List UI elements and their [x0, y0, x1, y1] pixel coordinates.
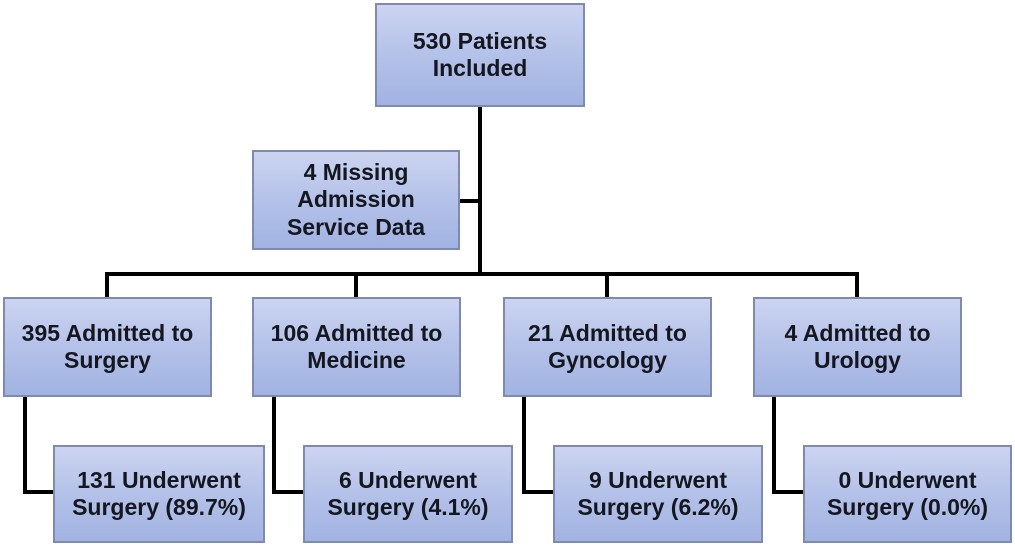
node-admitted-urology: 4 Admitted to Urology: [753, 297, 962, 397]
node-text-line: Gyncology: [548, 347, 667, 373]
node-text-line: Surgery (0.0%): [826, 494, 989, 520]
connector-stub-gyncology: [605, 272, 609, 299]
node-underwent-surgery-surgery: 131 Underwent Surgery (89.7%): [53, 445, 265, 543]
connector-elbow-vertical-gyncology: [522, 397, 526, 494]
node-text-line: Service Data: [286, 213, 426, 240]
node-admitted-medicine: 106 Admitted to Medicine: [252, 297, 461, 397]
node-text-line: Medicine: [307, 347, 406, 373]
node-text-line: Surgery (6.2%): [577, 494, 739, 520]
node-text-line: 131 Underwent: [77, 466, 241, 493]
node-text-line: 4 Missing: [303, 159, 409, 186]
node-missing-admission-data: 4 Missing Admission Service Data: [252, 150, 460, 250]
connector-stub-urology: [855, 272, 859, 299]
node-text-line: Surgery (4.1%): [327, 494, 489, 520]
connector-stub-medicine: [354, 272, 358, 299]
connector-root-vertical: [478, 107, 482, 276]
node-text-line: Surgery (89.7%): [72, 494, 246, 520]
connector-distribution-horizontal: [105, 272, 859, 276]
node-text-line: 6 Underwent: [338, 466, 478, 493]
connector-elbow-horizontal-gyncology: [522, 490, 555, 494]
node-text-line: Surgery: [64, 347, 151, 373]
node-text-line: Admission: [297, 186, 415, 213]
node-patients-included: 530 Patients Included: [375, 3, 585, 107]
node-text-line: 21 Admitted to: [528, 319, 687, 346]
node-text-line: 4 Admitted to: [784, 319, 931, 346]
node-text-line: 395 Admitted to: [21, 319, 194, 346]
node-text-line: 9 Underwent: [588, 466, 728, 493]
connector-elbow-horizontal-surgery: [23, 490, 55, 494]
node-admitted-gyncology: 21 Admitted to Gyncology: [503, 297, 712, 397]
node-text-line: Included: [432, 55, 528, 81]
node-underwent-surgery-medicine: 6 Underwent Surgery (4.1%): [303, 445, 513, 543]
node-text-line: 106 Admitted to: [270, 319, 443, 346]
node-text-line: 530 Patients: [412, 27, 548, 54]
connector-elbow-vertical-medicine: [272, 397, 276, 494]
node-admitted-surgery: 395 Admitted to Surgery: [3, 297, 212, 397]
connector-elbow-vertical-surgery: [23, 397, 27, 494]
node-underwent-surgery-urology: 0 Underwent Surgery (0.0%): [803, 445, 1012, 543]
node-text-line: 0 Underwent: [838, 466, 977, 493]
connector-excluded-horizontal: [460, 199, 480, 203]
connector-elbow-horizontal-urology: [772, 490, 805, 494]
node-underwent-surgery-gyncology: 9 Underwent Surgery (6.2%): [553, 445, 763, 543]
connector-elbow-horizontal-medicine: [272, 490, 305, 494]
node-text-line: Urology: [814, 347, 901, 373]
connector-stub-surgery: [105, 272, 109, 299]
connector-elbow-vertical-urology: [772, 397, 776, 494]
